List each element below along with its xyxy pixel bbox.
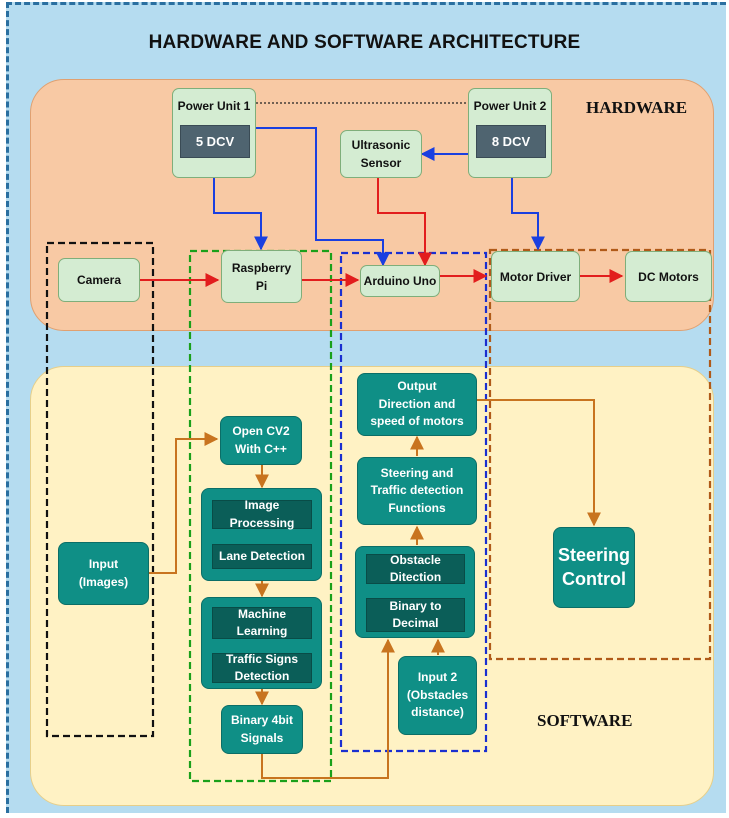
steering-control-line-1: Steering (557, 545, 631, 566)
arduino-uno-box: Arduino Uno (360, 265, 440, 297)
ultrasonic-line-2: Sensor (360, 156, 402, 170)
group-motor-outline (488, 248, 712, 661)
power-line-to-raspberry (213, 178, 268, 251)
raspberry-pi-box: Raspberry Pi (221, 250, 302, 303)
flow-binary-to-obstacle (261, 638, 395, 779)
power-unit-2-voltage: 8 DCV (476, 125, 546, 158)
binary-signals-line-2: Signals (240, 730, 284, 745)
ultrasonic-sensor-box: Ultrasonic Sensor (340, 130, 422, 178)
raspberry-line-2: Pi (255, 278, 268, 293)
output-line-2: Direction and (378, 396, 456, 411)
dc-motors-box: DC Motors (625, 251, 712, 302)
power-unit-1-voltage: 5 DCV (180, 125, 250, 158)
motor-driver-label: Motor Driver (499, 269, 572, 284)
steering-functions-box: Steering and Traffic detection Functions (357, 457, 477, 525)
power-unit-1-label: Power Unit 1 (177, 99, 251, 113)
dc-motors-label: DC Motors (638, 269, 699, 284)
group-camera-outline (45, 241, 155, 738)
output-box: Output Direction and speed of motors (357, 373, 477, 436)
steering-functions-line-2: Traffic detection (370, 483, 464, 498)
steering-functions-line-3: Functions (388, 500, 446, 515)
output-line-1: Output (397, 379, 437, 394)
camera-box: Camera (58, 258, 140, 302)
input-line-1: Input (88, 557, 119, 572)
input-images-box: Input (Images) (58, 542, 149, 605)
steering-control-line-2: Control (562, 568, 626, 589)
traffic-signs-box: Traffic Signs Detection (212, 652, 312, 683)
binary-signals-box: Binary 4bit Signals (221, 705, 303, 754)
flow-input-to-opencv (149, 432, 219, 574)
software-label: SOFTWARE (537, 711, 633, 730)
input-2-line-2: (Obstacles (406, 687, 469, 702)
image-processing-box: Image Processing (212, 498, 312, 530)
power-line-to-motor-driver (511, 178, 545, 251)
arduino-label: Arduino Uno (363, 274, 437, 288)
diagram-title: HARDWARE AND SOFTWARE ARCHITECTURE (148, 32, 581, 53)
input-line-2: (Images) (78, 574, 129, 589)
power-unit-1-box: Power Unit 1 5 DCV (172, 88, 256, 178)
machine-learning-group: Machine Learning Traffic Signs Detection (201, 597, 322, 689)
flow-output-to-steering-control (477, 399, 601, 527)
signal-ultrasonic-to-arduino (377, 178, 432, 267)
power-unit-2-label: Power Unit 2 (473, 99, 547, 113)
machine-learning-box: Machine Learning (212, 607, 312, 639)
camera-label: Camera (76, 273, 122, 287)
opencv-line-1: Open CV2 (232, 424, 290, 439)
input-2-box: Input 2 (Obstacles distance) (398, 656, 477, 735)
steering-functions-line-1: Steering and (380, 465, 454, 480)
output-line-3: speed of motors (370, 414, 464, 429)
power-line-to-arduino (256, 127, 390, 267)
power-unit-2-box: Power Unit 2 8 DCV (468, 88, 552, 178)
motor-driver-box: Motor Driver (491, 251, 580, 302)
binary-signals-line-1: Binary 4bit (230, 713, 293, 728)
obstacle-detection-box: Obstacle Ditection (366, 553, 465, 584)
group-arduino-outline (339, 251, 488, 753)
input-2-line-1: Input 2 (417, 670, 458, 685)
opencv-line-2: With C++ (235, 441, 287, 456)
lane-detection-box: Lane Detection (212, 544, 312, 569)
ultrasonic-line-1: Ultrasonic (351, 138, 411, 152)
input-2-line-3: distance) (411, 705, 464, 720)
hardware-label: HARDWARE (586, 98, 688, 117)
image-processing-group: Image Processing Lane Detection (201, 488, 322, 581)
steering-control-box: Steering Control (553, 527, 635, 608)
obstacle-group: Obstacle Ditection Binary to Decimal (355, 546, 475, 638)
binary-decimal-box: Binary to Decimal (366, 598, 465, 632)
raspberry-line-1: Raspberry (231, 260, 292, 275)
opencv-box: Open CV2 With C++ (220, 416, 302, 465)
